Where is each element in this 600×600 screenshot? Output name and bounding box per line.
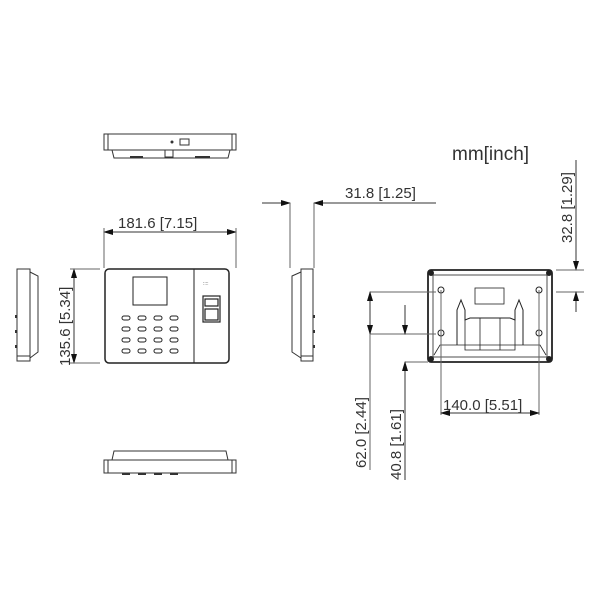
- dim-vertical-62: 62.0 [2.44]: [353, 291, 436, 470]
- fingerprint-sensor-icon: [202, 295, 221, 323]
- dim-vertical-62-label: 62.0 [2.44]: [353, 397, 370, 468]
- dim-height: 135.6 [5.34]: [57, 268, 100, 366]
- dim-height-label: 135.6 [5.34]: [57, 287, 74, 366]
- dim-width: 181.6 [7.15]: [103, 215, 237, 268]
- dim-width-label: 181.6 [7.15]: [118, 215, 197, 232]
- units-label: mm[inch]: [452, 144, 529, 165]
- front-view: ::::: [104, 268, 230, 364]
- dim-vertical-40: 40.8 [1.61]: [388, 305, 428, 480]
- top-view: [103, 133, 237, 159]
- back-view-wall-mount: [427, 269, 553, 363]
- right-side-view: [291, 268, 315, 362]
- dim-hole-spacing: 140.0 [5.51]: [440, 290, 540, 416]
- dim-hole-spacing-label: 140.0 [5.51]: [443, 397, 522, 414]
- keypad: [121, 315, 179, 354]
- dim-top-offset: 32.8 [1.29]: [556, 160, 584, 312]
- keyhole-icon: [437, 286, 543, 337]
- left-side-view: [15, 268, 39, 362]
- dim-vertical-40-label: 40.8 [1.61]: [388, 409, 405, 480]
- bottom-view: [103, 450, 237, 475]
- svg-text:::::: ::::: [203, 281, 209, 287]
- dim-top-offset-label: 32.8 [1.29]: [559, 172, 576, 243]
- dim-depth-label: 31.8 [1.25]: [345, 185, 416, 202]
- dim-depth: 31.8 [1.25]: [262, 185, 436, 268]
